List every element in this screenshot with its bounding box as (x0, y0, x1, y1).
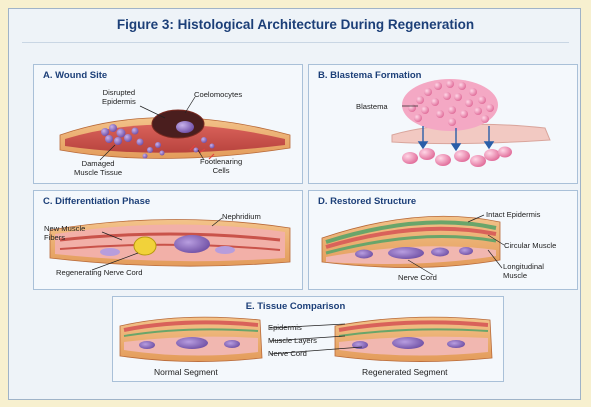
label-intact-epidermis: Intact Epidermis (486, 210, 540, 219)
label-nephridium: Nephridium (222, 212, 261, 221)
label-epidermis: Epidermis (268, 323, 302, 332)
label-nerve-cord-e: Nerve Cord (268, 349, 307, 358)
differentiation-illustration (50, 219, 290, 266)
label-coelomocytes: Coelomocytes (194, 90, 242, 99)
label-blastema: Blastema (356, 102, 388, 111)
label-muscle-layers: Muscle Layers (268, 336, 317, 345)
normal-segment-illustration (120, 317, 262, 361)
label-nerve-cord-d: Nerve Cord (398, 273, 437, 282)
blastema-illustration (392, 79, 550, 167)
label-footlenaring-cells: Footlenaring Cells (200, 157, 242, 175)
label-longitudinal-muscle: Longitudinal Muscle (503, 262, 544, 280)
label-damaged-muscle-tissue: Damaged Muscle Tissue (74, 159, 122, 177)
label-disrupted-epidermis: Disrupted Epidermis (102, 88, 136, 106)
label-regenerating-nerve-cord: Regenerating Nerve Cord (56, 268, 143, 277)
caption-regenerated-segment: Regenerated Segment (362, 367, 448, 377)
label-new-muscle-fibers: New Muscle Fibers (44, 224, 85, 242)
regenerated-segment-illustration (335, 317, 492, 361)
wound-site-illustration (60, 110, 290, 159)
label-circular-muscle: Circular Muscle (504, 241, 556, 250)
caption-normal-segment: Normal Segment (154, 367, 218, 377)
restored-structure-illustration (322, 216, 500, 267)
